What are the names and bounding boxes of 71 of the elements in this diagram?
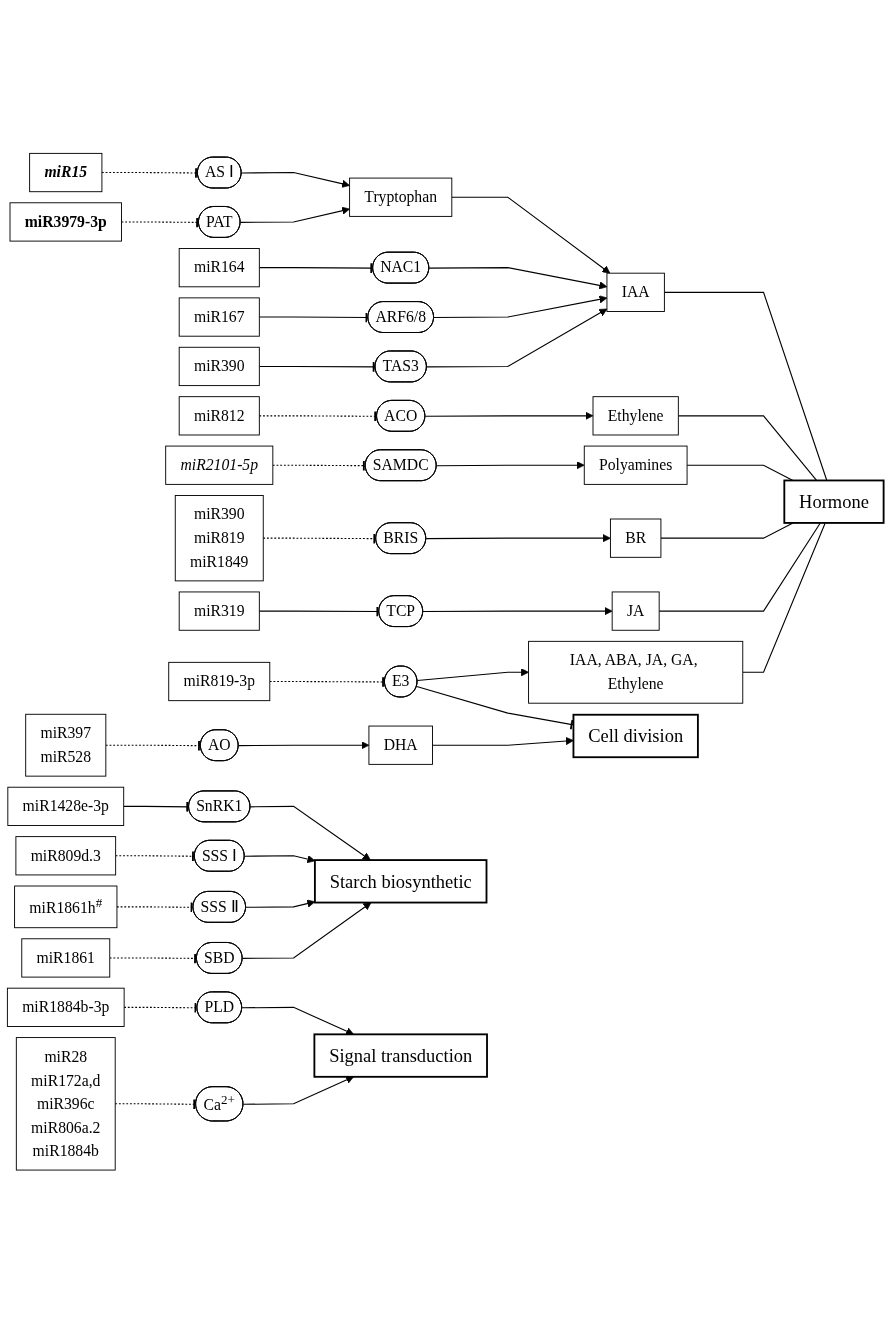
node-box: miR812: [178, 396, 260, 436]
connector: [105, 739, 202, 752]
node-box: miR2101-5p: [165, 445, 274, 485]
node-box: Hormone: [783, 479, 885, 524]
arrow: [249, 805, 371, 861]
node-box: Polyamines: [583, 445, 688, 485]
node-box: Tryptophan: [349, 177, 453, 217]
arrow: [238, 740, 370, 750]
connector: [262, 532, 377, 545]
connector: [258, 360, 377, 373]
arrow: [422, 606, 613, 615]
arrow: [433, 295, 608, 318]
connector: [116, 901, 194, 913]
node-box: IAA: [606, 272, 665, 312]
node-box: miR1428e-3p: [7, 786, 125, 826]
connector: [109, 952, 198, 964]
node-box: miR1861h$^{#}$: [14, 885, 118, 928]
connector: [258, 410, 378, 422]
connector: [416, 685, 574, 730]
arrow: [451, 196, 611, 274]
node-box: Signal transduction: [313, 1033, 488, 1078]
connector: [686, 464, 794, 481]
arrow: [426, 308, 608, 368]
node-box: DHA: [368, 725, 433, 765]
node-box: Ethylene: [592, 396, 679, 436]
arrow: [428, 266, 608, 290]
arrow: [245, 899, 316, 908]
connector: [258, 311, 369, 323]
arrow: [241, 1006, 354, 1035]
node-box: miR397 miR528: [25, 713, 107, 777]
arrow: [425, 533, 611, 542]
connector: [742, 522, 826, 673]
node-box: miR390: [178, 346, 260, 386]
connector: [115, 850, 196, 862]
connector: [658, 522, 821, 612]
connector: [663, 291, 828, 481]
connector: [101, 167, 199, 179]
node-box: miR390 miR819 miR1849: [174, 494, 264, 582]
node-box: miR1861: [21, 938, 111, 978]
connector: [272, 459, 367, 472]
node-box: miR819-3p: [168, 661, 271, 701]
node-box: miR28 miR172a,d miR396c miR806a.2 miR1884b: [15, 1036, 116, 1171]
connector: [114, 1098, 197, 1110]
connector: [123, 800, 190, 813]
node-box: BR: [609, 518, 662, 558]
arrow: [431, 736, 574, 746]
arrow: [239, 206, 350, 223]
node-box: IAA, ABA, JA, GA, Ethylene: [528, 640, 744, 704]
node-box: JA: [611, 591, 660, 631]
node-box: miR167: [178, 297, 260, 337]
node-box: Starch biosynthetic: [313, 858, 488, 904]
node-box: Cell division: [572, 713, 699, 758]
arrow: [241, 171, 350, 188]
arrow: [242, 901, 372, 959]
node-box: miR15: [29, 152, 103, 192]
arrow: [416, 668, 529, 681]
connector: [120, 216, 200, 228]
connector: [269, 676, 386, 688]
arrow: [242, 1075, 354, 1105]
connector: [677, 415, 818, 481]
node-box: miR809d.3: [15, 835, 117, 876]
node-box: miR164: [178, 247, 260, 288]
arrow: [436, 460, 585, 470]
node-box: miR1884b-3p: [6, 987, 125, 1027]
arrow: [424, 411, 594, 420]
connector: [660, 522, 794, 539]
node-box: miR3979-3p: [9, 202, 122, 242]
connector: [258, 605, 380, 618]
node-box: miR319: [178, 591, 260, 631]
connector: [258, 262, 374, 274]
arrow: [244, 854, 316, 863]
